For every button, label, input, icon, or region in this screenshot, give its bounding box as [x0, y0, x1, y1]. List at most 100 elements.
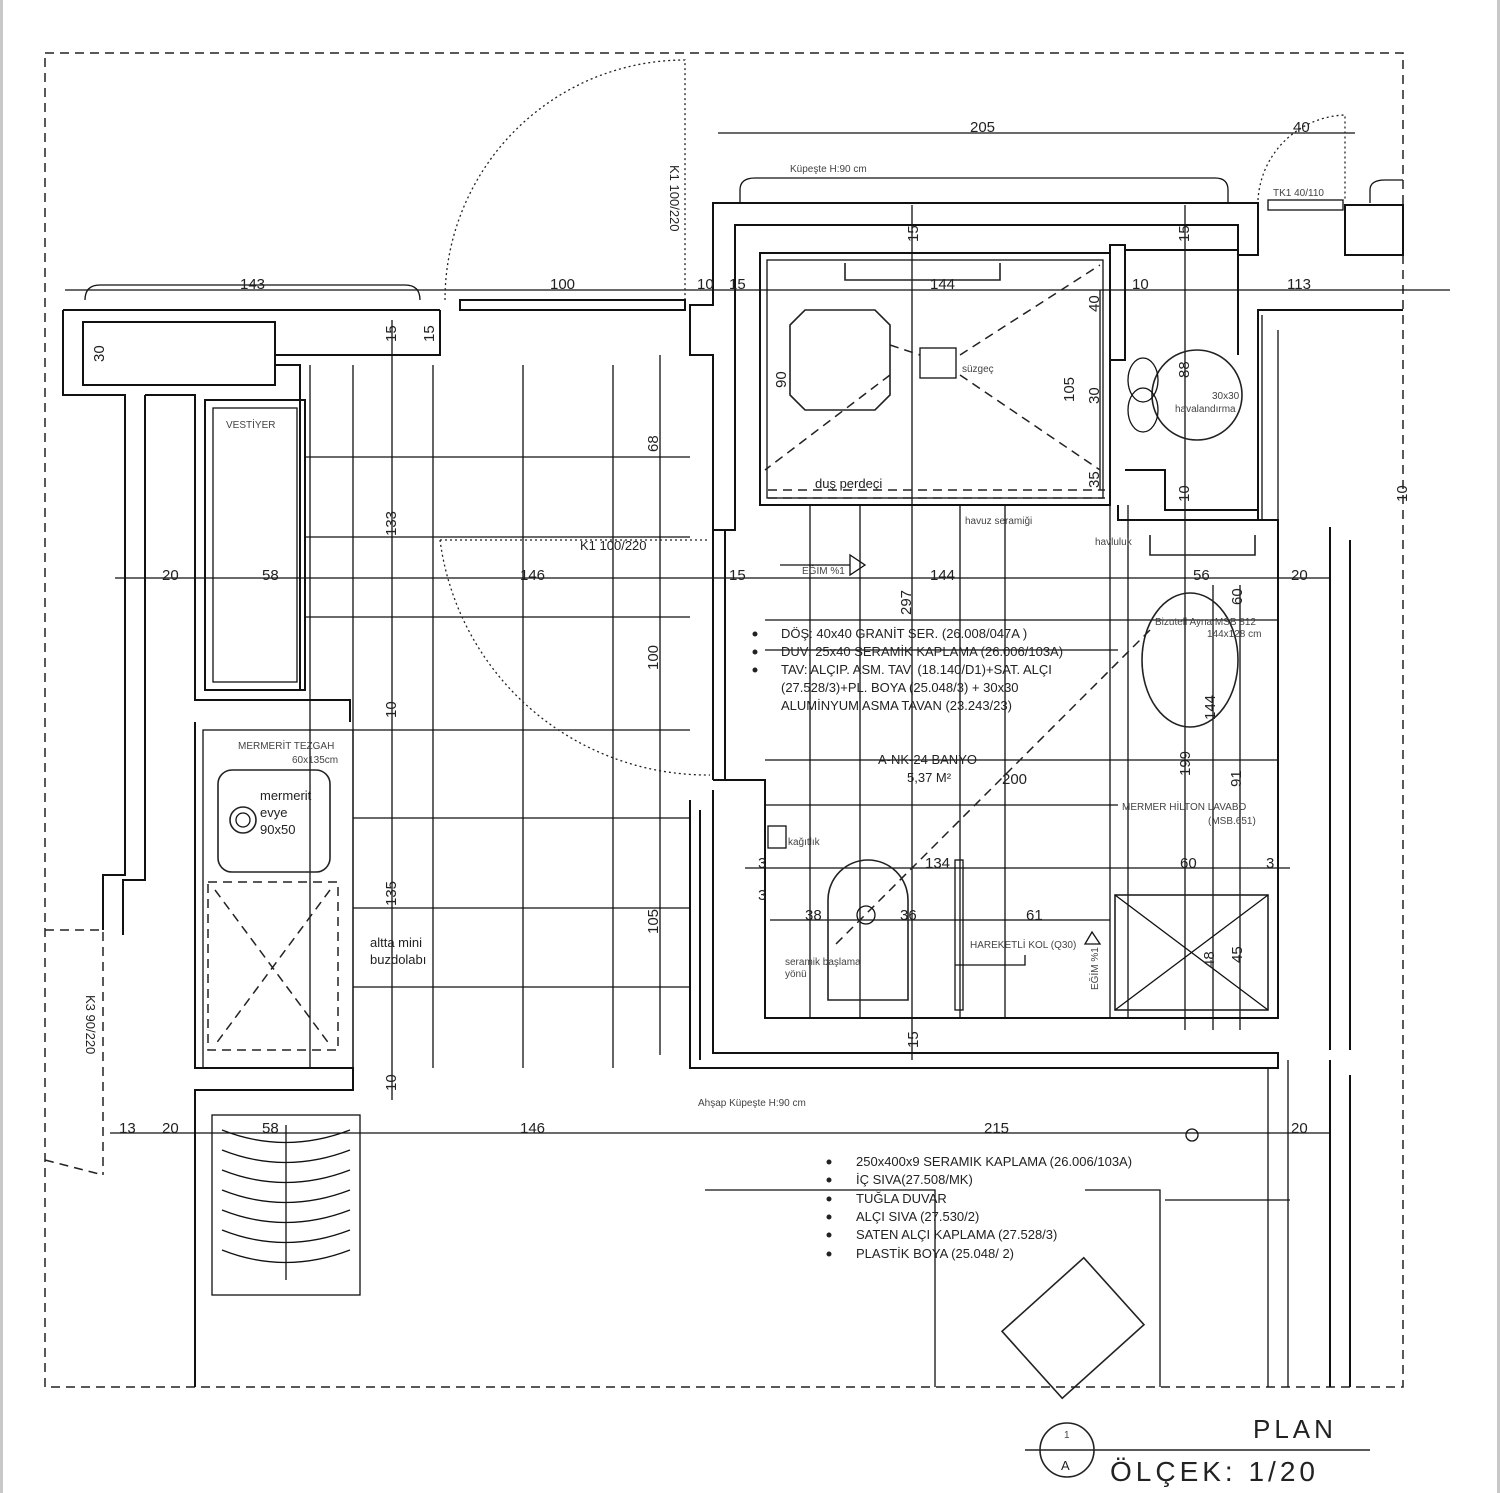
dim: 113	[1287, 276, 1311, 293]
grab-bar	[954, 859, 964, 1011]
door-k1-hall-swing[interactable]	[439, 539, 711, 776]
dim: 15	[383, 325, 400, 342]
label-mirror: Bizutell Ayna MSB 812	[1155, 617, 1256, 628]
door-tk1-leaf	[1267, 199, 1344, 211]
wall-finish-notes: 250x400x9 SERAMIK KAPLAMA (26.006/103A) …	[826, 1154, 1132, 1261]
paper-holder	[767, 825, 787, 849]
dim: 45	[1229, 946, 1246, 963]
dim: 133	[383, 511, 400, 536]
room-area: 5,37 M²	[907, 770, 952, 785]
dim: 35	[1086, 471, 1103, 488]
toilet	[827, 859, 909, 1001]
dim: 48	[1201, 951, 1218, 968]
dim: 199	[1177, 751, 1194, 776]
shower-seat	[789, 263, 1001, 411]
dim: 60	[1180, 855, 1197, 872]
dim: 20	[1291, 1120, 1308, 1137]
label-sink-size: 90x50	[260, 822, 295, 837]
dim: 105	[1061, 377, 1078, 402]
dim: 144	[1202, 695, 1219, 720]
note-line: 250x400x9 SERAMIK KAPLAMA (26.006/103A)	[856, 1154, 1132, 1169]
dim: 90	[773, 371, 790, 388]
dim: 20	[1291, 567, 1308, 584]
dim: 20	[162, 1120, 179, 1137]
dim: 100	[645, 645, 662, 670]
door-k3-swing[interactable]	[44, 929, 104, 1176]
dim: 36	[900, 907, 917, 924]
towel-rail	[1149, 535, 1256, 556]
dim: 15	[729, 567, 746, 584]
dim: 58	[262, 567, 279, 584]
dim: 10	[697, 276, 714, 293]
label-paper-holder: kağıtlık	[788, 837, 821, 848]
dim: 30	[91, 345, 108, 362]
drain-icon	[1185, 1128, 1199, 1142]
label-door-k1: K1 100/220	[667, 165, 682, 232]
note-line: TUĞLA DUVAR	[856, 1191, 947, 1206]
plan-boundary	[44, 52, 1404, 1388]
dim: 15	[905, 1031, 922, 1048]
note-line: SATEN ALÇI KAPLAMA (27.528/3)	[856, 1227, 1057, 1242]
sheet-letter: A	[1061, 1458, 1070, 1473]
dim: 200	[1002, 771, 1027, 788]
labels: Küpeşte H:90 cm TK1 40/110 K1 100/220 sü…	[83, 164, 1324, 1109]
dim: 68	[645, 435, 662, 452]
dim: 40	[1086, 295, 1103, 312]
stair-block	[1000, 1256, 1146, 1400]
label-tile-start: seramik başlama	[785, 957, 861, 968]
dim: 15	[421, 325, 438, 342]
dim: 88	[1176, 361, 1193, 378]
label-sink: mermerit	[260, 788, 312, 803]
ventilation-fan	[1127, 349, 1243, 441]
label-ventilation: havalandırma	[1175, 404, 1236, 415]
dim: 3	[1266, 855, 1274, 872]
drawing-scale: ÖLÇEK: 1/20	[1110, 1456, 1319, 1487]
label-grab-bar: HAREKETLİ KOL (Q30)	[970, 938, 1076, 951]
kitchen-sink	[217, 769, 331, 873]
dim: 135	[383, 881, 400, 906]
room-finish-notes: DÖŞ: 40x40 GRANİT SER. (26.008/047A ) DU…	[752, 626, 1063, 713]
dim: 144	[930, 276, 955, 293]
dim: 100	[550, 276, 575, 293]
label-washbasin: MERMER HİLTON LAVABO	[1122, 800, 1247, 813]
dim: 60	[1229, 588, 1246, 605]
dim: 297	[898, 590, 915, 615]
dim: 10	[1132, 276, 1149, 293]
label-fridge: altta mini	[370, 935, 422, 950]
label-sink: evye	[260, 805, 287, 820]
note-line: DUV: 25x40 SERAMİK KAPLAMA (26.006/103A)	[781, 644, 1063, 659]
dim: 13	[119, 1120, 136, 1137]
label-mirror-size: 144x128 cm	[1207, 629, 1261, 640]
dim: 105	[645, 909, 662, 934]
label-pool-tile: havuz seramiği	[965, 516, 1032, 527]
door-k1-leaf	[459, 299, 686, 311]
label-slope-v: EĞİM %1	[1088, 947, 1101, 990]
dim: 15	[905, 225, 922, 242]
door-tk1-swing[interactable]	[1257, 114, 1346, 201]
door-k1-swing[interactable]	[444, 59, 686, 301]
label-vent-size: 30x30	[1212, 391, 1240, 402]
note-line: İÇ SIVA(27.508/MK)	[856, 1172, 973, 1187]
dim: 56	[1193, 567, 1210, 584]
label-door-k1-hall: K1 100/220	[580, 538, 647, 553]
slope-arrow-h-icon	[780, 553, 867, 577]
note-line: ALUMİNYUM ASMA TAVAN (23.243/23)	[781, 698, 1012, 713]
dim: 3	[758, 855, 766, 872]
dim: 58	[262, 1120, 279, 1137]
dim: 20	[162, 567, 179, 584]
label-door-tk1: TK1 40/110	[1273, 188, 1324, 199]
walls	[62, 177, 1404, 1387]
dim: 215	[984, 1120, 1009, 1137]
label-counter-size: 60x135cm	[292, 755, 338, 766]
dim: 10	[1176, 485, 1193, 502]
label-shower-curtain: duş perdeçi	[815, 476, 882, 491]
label-slope: EĞİM %1	[802, 564, 845, 577]
diagonal-dim	[834, 629, 1151, 946]
label-door-k3: K3 90/220	[83, 995, 98, 1054]
label-counter: MERMERİT TEZGAH	[238, 739, 334, 752]
dim: 134	[925, 855, 950, 872]
title-block: 1 A PLAN ÖLÇEK: 1/20	[1025, 1414, 1370, 1487]
coat-hangers	[211, 1114, 361, 1296]
dim: 91	[1228, 770, 1245, 787]
